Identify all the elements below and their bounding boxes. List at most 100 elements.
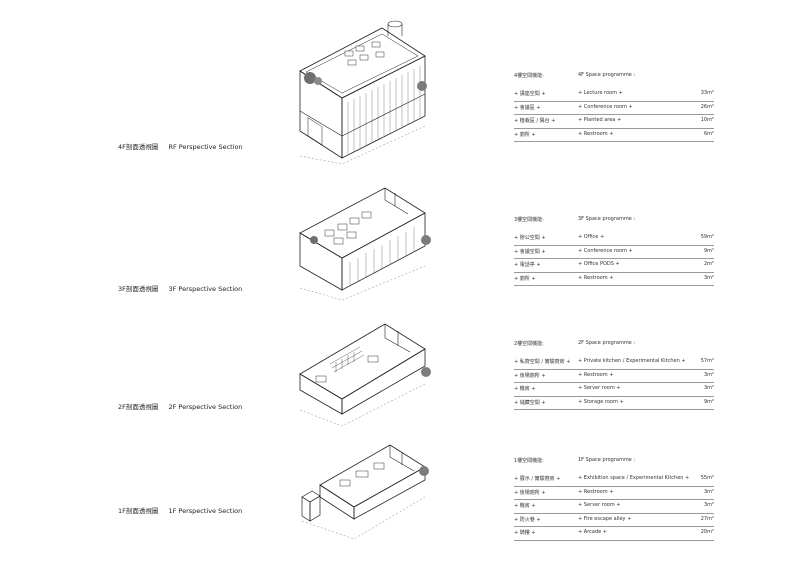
programme-title-zh: 4樓空間機能: [514,73,544,79]
programme-title-en: 2F Space programme : [578,340,636,346]
programme-row: + 後場廁所 + + Restroom + 3m² [514,487,714,500]
room-name-zh: + 會議區 + [514,104,541,111]
axonometric-drawing-3f [299,187,431,301]
programme-row: + 廁所 + + Restroom + 6m² [514,129,714,142]
room-name-en: + Arcade + [578,529,607,535]
programme-row: + 儲藏空間 + + Storage room + 9m² [514,397,714,410]
room-name-zh: + 防火巷 + [514,516,541,523]
room-name-en: + Restroom + [578,371,614,378]
section-label-3f: 3F剖面透視圖 3F Perspective Section [118,283,242,293]
room-area: 3m² [703,385,714,391]
programme-header: 1樓空間機能: 1F Space programme : [514,457,714,467]
room-name-en: + Restroom + [578,274,614,281]
programme-title-en: 4F Space programme : [578,72,636,78]
room-area: 27m² [700,515,714,522]
room-area: 10m² [700,117,714,123]
room-area: 3m² [703,274,714,281]
programme-title-en: 3F Space programme : [578,216,636,222]
section-label-zh: 1F剖面透視圖 [118,507,159,515]
programme-title-zh: 2樓空間機能: [514,341,544,347]
section-label-en: 1F Perspective Section [168,507,243,515]
room-name-zh: + 儲藏空間 + [514,399,546,406]
room-area: 6m² [703,130,714,137]
programme-row: + 騎樓 + + Arcade + 20m² [514,527,714,541]
programme-row: + 廁所 + + Restroom + 3m² [514,273,714,286]
programme-row: + 機房 + + Server room + 3m² [514,500,714,514]
room-area: 3m² [703,488,714,495]
room-name-en: + Server room + [578,385,621,391]
programme-row: + 植栽區 / 陽台 + + Planted area + 10m² [514,115,714,129]
room-name-en: + Conference room + [578,103,633,110]
room-name-zh: + 後場廁所 + [514,372,546,379]
programme-row: + 會議空間 + + Conference room + 9m² [514,246,714,259]
room-name-zh: + 騎樓 + [514,530,536,536]
room-name-en: + Restroom + [578,488,614,495]
axonometric-drawing-rf [299,20,427,165]
room-name-zh: + 講座空間 + [514,91,546,97]
room-name-zh: + 機房 + [514,386,536,392]
programme-row: + 講座空間 + + Lecture room + 33m² [514,88,714,102]
room-name-zh: + 會議空間 + [514,248,546,255]
room-name-zh: + 辦公空間 + [514,235,546,241]
room-name-zh: + 植栽區 / 陽台 + [514,118,556,124]
room-area: 3m² [703,371,714,378]
axonometric-drawing-2f [299,323,431,427]
programme-row: + 電話亭 + + Office PODS + 2m² [514,259,714,273]
programme-row: + 私廚空間 / 實驗廚房 + + Private kitchen / Expe… [514,356,714,370]
section-label-en: RF Perspective Section [168,143,243,151]
room-name-en: + Storage room + [578,398,624,405]
room-name-zh: + 展示 / 實驗廚房 + [514,476,561,482]
room-name-en: + Private kitchen / Experimental Kitchen… [578,358,686,364]
programme-title-zh: 1樓空間機能: [514,458,544,464]
room-name-en: + Fire escape alley + [578,515,632,522]
section-label-2f: 2F剖面透視圖 2F Perspective Section [118,401,242,411]
room-area: 26m² [700,103,714,110]
room-name-en: + Exhibition space / Experimental Kitche… [578,475,690,481]
room-name-zh: + 電話亭 + [514,262,541,268]
room-name-en: + Planted area + [578,117,622,123]
room-area: 3m² [703,502,714,508]
programme-row: + 防火巷 + + Fire escape alley + 27m² [514,514,714,527]
section-label-1f: 1F剖面透視圖 1F Perspective Section [118,505,242,515]
room-name-en: + Restroom + [578,130,614,137]
room-area: 9m² [703,398,714,405]
space-programme-2f: 2樓空間機能: 2F Space programme : + 私廚空間 / 實驗… [514,340,714,410]
room-name-zh: + 私廚空間 / 實驗廚房 + [514,359,571,365]
programme-row: + 機房 + + Server room + 3m² [514,383,714,397]
room-name-zh: + 後場廁所 + [514,489,546,496]
section-label-zh: 2F剖面透視圖 [118,403,159,411]
room-area: 2m² [703,261,714,267]
programme-row: + 後場廁所 + + Restroom + 3m² [514,370,714,383]
section-label-rf: 4F剖面透視圖 RF Perspective Section [118,141,243,151]
room-name-en: + Office PODS + [578,261,620,267]
programme-row: + 辦公空間 + + Office + 59m² [514,232,714,246]
room-area: 59m² [700,234,714,240]
room-area: 20m² [700,529,714,535]
programme-title-en: 1F Space programme : [578,457,636,463]
room-name-en: + Server room + [578,502,621,508]
space-programme-1f: 1樓空間機能: 1F Space programme : + 展示 / 實驗廚房… [514,457,714,541]
room-area: 9m² [703,247,714,254]
programme-header: 4樓空間機能: 4F Space programme : [514,72,714,82]
section-label-zh: 4F剖面透視圖 [118,143,159,151]
section-label-en: 3F Perspective Section [168,285,243,293]
programme-header: 3樓空間機能: 3F Space programme : [514,216,714,226]
room-name-en: + Office + [578,234,605,240]
room-name-en: + Lecture room + [578,90,623,96]
space-programme-rf: 4樓空間機能: 4F Space programme : + 講座空間 + + … [514,72,714,142]
room-area: 57m² [700,358,714,364]
section-label-zh: 3F剖面透視圖 [118,285,159,293]
room-name-zh: + 廁所 + [514,275,536,282]
room-name-zh: + 廁所 + [514,131,536,138]
programme-header: 2樓空間機能: 2F Space programme : [514,340,714,350]
axonometric-drawing-1f [301,444,429,540]
programme-title-zh: 3樓空間機能: [514,217,544,223]
programme-row: + 會議區 + + Conference room + 26m² [514,102,714,115]
section-label-en: 2F Perspective Section [168,403,243,411]
room-area: 55m² [700,475,714,481]
room-name-en: + Conference room + [578,247,633,254]
programme-row: + 展示 / 實驗廚房 + + Exhibition space / Exper… [514,473,714,487]
room-name-zh: + 機房 + [514,503,536,509]
space-programme-3f: 3樓空間機能: 3F Space programme : + 辦公空間 + + … [514,216,714,286]
room-area: 33m² [700,90,714,96]
